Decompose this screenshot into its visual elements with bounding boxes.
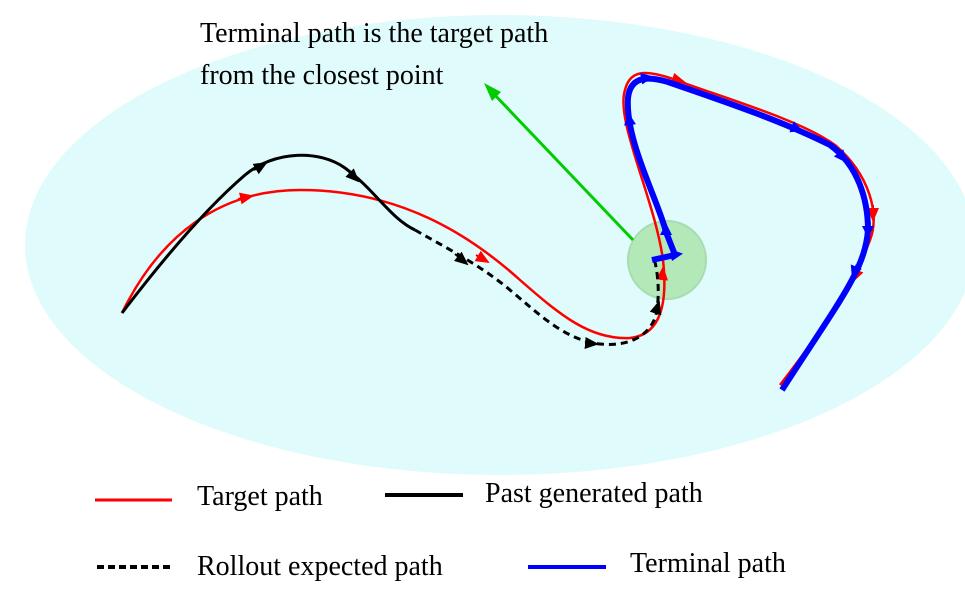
- past-path-arrow: [345, 168, 360, 183]
- annotation-line-2: from the closest point: [200, 60, 444, 91]
- past-path-arrow: [252, 161, 268, 175]
- annotation-arrow: [490, 90, 635, 242]
- rollout-path-arrow: [584, 337, 599, 349]
- target-path-arrow: [237, 192, 254, 205]
- target-path-arrow: [656, 266, 668, 281]
- terminal-path-arrow: [850, 264, 862, 278]
- workspace-region: [25, 15, 965, 475]
- target-path-curve: [120, 71, 875, 386]
- terminal-path-arrow: [639, 72, 653, 85]
- legend-label-target: Target path: [197, 481, 323, 512]
- legend-label-rollout: Rollout expected path: [197, 551, 443, 582]
- terminal-path-curve: [624, 75, 871, 392]
- annotation-line-1: Terminal path is the target path: [200, 18, 548, 49]
- rollout-path-arrow: [453, 251, 469, 266]
- legend-label-terminal: Terminal path: [630, 548, 786, 579]
- annotation-arrowhead: [484, 83, 501, 101]
- terminal-path-arrow: [624, 113, 636, 126]
- legend: Target path Past generated path Rollout …: [95, 478, 786, 582]
- rollout-path-arrow: [649, 300, 662, 316]
- legend-label-past: Past generated path: [485, 478, 703, 509]
- past-generated-path-curve: [120, 153, 416, 314]
- terminal-path-arrow: [789, 121, 803, 133]
- terminal-path-arrow: [670, 249, 683, 262]
- closest-point-highlight: [627, 220, 707, 300]
- target-path-arrow: [669, 72, 686, 85]
- target-path-arrow: [474, 250, 490, 264]
- terminal-path-arrow: [833, 149, 846, 163]
